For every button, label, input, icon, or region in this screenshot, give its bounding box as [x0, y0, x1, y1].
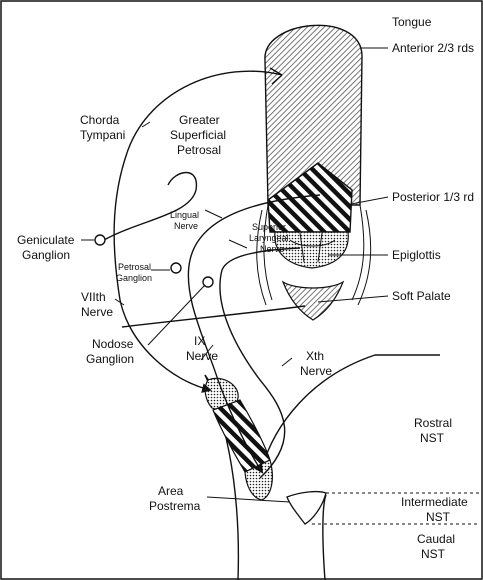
nst-column [205, 378, 272, 500]
label-xth-2: Nerve [300, 364, 332, 378]
label-chorda-2: Tympani [80, 128, 125, 142]
label-tongue: Tongue [392, 15, 432, 29]
label-geniculate-1: Geniculate [17, 233, 75, 247]
label-rostral-2: NST [420, 431, 445, 445]
label-nodose-2: Ganglion [86, 352, 134, 366]
label-intermediate-2: NST [426, 510, 451, 524]
label-gsp-3: Petrosal [177, 143, 221, 157]
label-gsp-1: Greater [179, 113, 220, 127]
label-viith-2: Nerve [81, 305, 113, 319]
label-lingual-2: Nerve [174, 221, 198, 231]
label-area-1: Area [158, 484, 184, 498]
label-rostral-1: Rostral [414, 416, 452, 430]
label-petrosal-2: Ganglion [116, 273, 152, 283]
label-slaryngeal-2: Laryngeal [249, 233, 289, 243]
label-posterior: Posterior 1/3 rd [392, 190, 474, 204]
label-anterior: Anterior 2/3 rds [392, 41, 474, 55]
label-geniculate-2: Ganglion [22, 248, 70, 262]
label-caudal-1: Caudal [417, 532, 455, 546]
label-xth-1: Xth [306, 349, 324, 363]
label-area-2: Postrema [149, 499, 201, 513]
label-petrosal-1: Petrosal [118, 262, 151, 272]
label-gsp-2: Superficial [170, 128, 226, 142]
label-ix-1: IX [194, 334, 205, 348]
label-chorda-1: Chorda [80, 113, 120, 127]
label-caudal-2: NST [421, 547, 446, 561]
label-viith-1: VIIth [81, 290, 106, 304]
label-intermediate-1: Intermediate [401, 495, 468, 509]
label-slaryngeal-3: Nerve [260, 244, 284, 254]
petrosal-ganglion-node [171, 263, 181, 273]
label-soft-palate: Soft Palate [392, 289, 451, 303]
label-lingual-1: Lingual [170, 210, 199, 220]
area-postrema-shape [287, 492, 326, 524]
label-nodose-1: Nodose [92, 337, 134, 351]
label-epiglottis: Epiglottis [392, 248, 441, 262]
label-slaryngeal-1: Superior [252, 222, 286, 232]
label-ix-2: Nerve [186, 349, 218, 363]
geniculate-ganglion-node [95, 235, 105, 245]
